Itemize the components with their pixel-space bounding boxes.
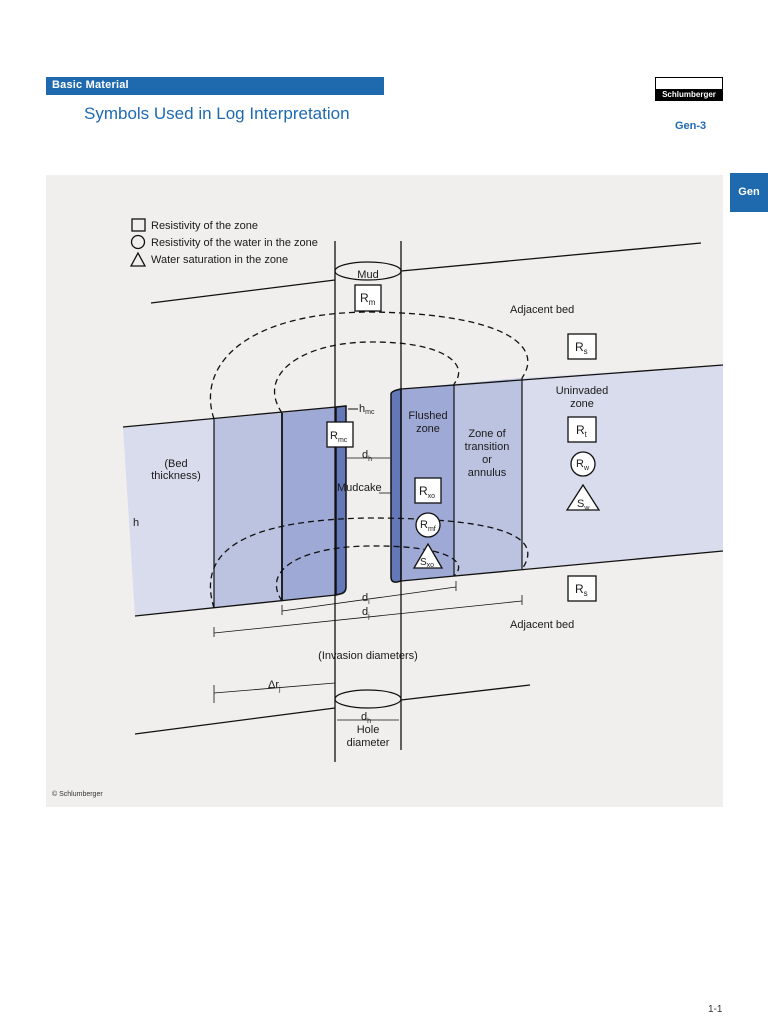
transition-zone-fill-left [214,413,282,608]
borehole-bottom-ellipse [334,689,402,709]
transition-zone-fill-right [454,378,522,576]
legend-square-label: Resistivity of the zone [151,220,258,232]
mud-label: Mud [357,269,378,281]
rt-box [567,416,597,443]
bed-top-left [122,406,337,428]
legend-square-icon [131,218,146,232]
page-title: Symbols Used in Log Interpretation [84,104,350,123]
rm-box [354,284,382,312]
rm-symbol: Rm [360,291,376,307]
logo-text: Schlumberger [656,89,722,100]
drj-symbol: Δrj [268,679,281,693]
hole-label-2: diameter [347,737,390,749]
mudcake-label: Mudcake [337,482,382,494]
drj-dimension-line [213,682,336,694]
schlumberger-logo: Schlumberger [655,77,723,101]
borehole-diagram: Resistivity of the zone Resistivity of t… [46,175,723,807]
legend-triangle-label: Water saturation in the zone [151,254,288,266]
rt-symbol: Rt [576,423,588,439]
rs-top-box [567,333,597,360]
dj-dimension-line [213,600,523,634]
page-number: 1-1 [708,1004,723,1015]
section-header-bar: Basic Material [46,77,384,95]
sxo-triangle [412,542,444,569]
hmc-symbol: hmc [359,403,375,416]
flushed-label-1: Flushed [408,410,447,422]
lower-bed-line-left [134,707,336,735]
borehole-top-ellipse [334,261,402,281]
rxo-symbol: Rxo [419,484,435,500]
rmf-symbol: Rmf [420,519,436,533]
uninvaded-label-1: Uninvaded [556,385,609,397]
adjacent-bed-bottom-label: Adjacent bed [510,619,574,631]
diagram-canvas: Resistivity of the zone Resistivity of t… [122,218,723,762]
bed-top-right [400,364,723,390]
copyright-text: © Schlumberger [52,791,103,798]
rmc-symbol: Rmc [330,430,348,444]
rs-top-symbol: Rs [575,340,588,356]
upper-bed-line-right [400,242,702,272]
rw-circle [570,451,596,477]
document-code: Gen-3 [675,120,707,132]
uninvaded-zone-fill-right [522,365,723,569]
bed-thickness-label-1: (Bed [164,458,187,470]
lower-bed-line-right [400,684,531,701]
flushed-zone-fill-left [282,407,336,601]
dj-symbol: dj [362,606,370,620]
transition-label-2: transition [465,441,510,453]
h-label: h [133,517,139,529]
bed-bottom-left [134,594,337,617]
hole-label-1: Hole [357,724,380,736]
legend-circle-icon [130,234,146,250]
mudcake-right [390,388,402,583]
inner-invasion-arc-top [274,341,460,414]
sw-triangle [565,483,601,511]
uninvaded-label-2: zone [570,398,594,410]
legend-circle-label: Resistivity of the water in the zone [151,237,318,249]
di-symbol: di [362,592,370,606]
sxo-symbol: Sxo [420,557,434,569]
transition-label-3: or [482,454,492,466]
outer-invasion-arc-top [209,311,529,420]
side-tab-gen[interactable]: Gen [730,173,768,212]
flushed-label-2: zone [416,423,440,435]
transition-label-1: Zone of [468,428,506,440]
uninvaded-zone-fill [123,419,214,616]
rxo-box [414,477,442,504]
dh-upper-symbol: dh [362,449,372,463]
invasion-diameters-label: (Invasion diameters) [318,650,418,662]
inner-invasion-arc-bottom [275,545,460,602]
sw-symbol: Sw [577,498,590,512]
bed-thickness-label-2: thickness) [151,470,201,482]
transition-label-4: annulus [468,467,507,479]
adjacent-bed-top-label: Adjacent bed [510,304,574,316]
rw-symbol: Rw [576,458,590,472]
rs-bottom-box [567,575,597,602]
di-dimension-line [281,586,457,612]
rmf-circle [415,512,441,538]
rs-bottom-symbol: Rs [575,582,588,598]
legend-triangle-icon [129,251,147,267]
upper-bed-line-left [150,279,336,304]
rmc-box [326,421,354,448]
section-label: Basic Material [52,79,129,91]
dh-lower-symbol: dh [361,711,371,725]
